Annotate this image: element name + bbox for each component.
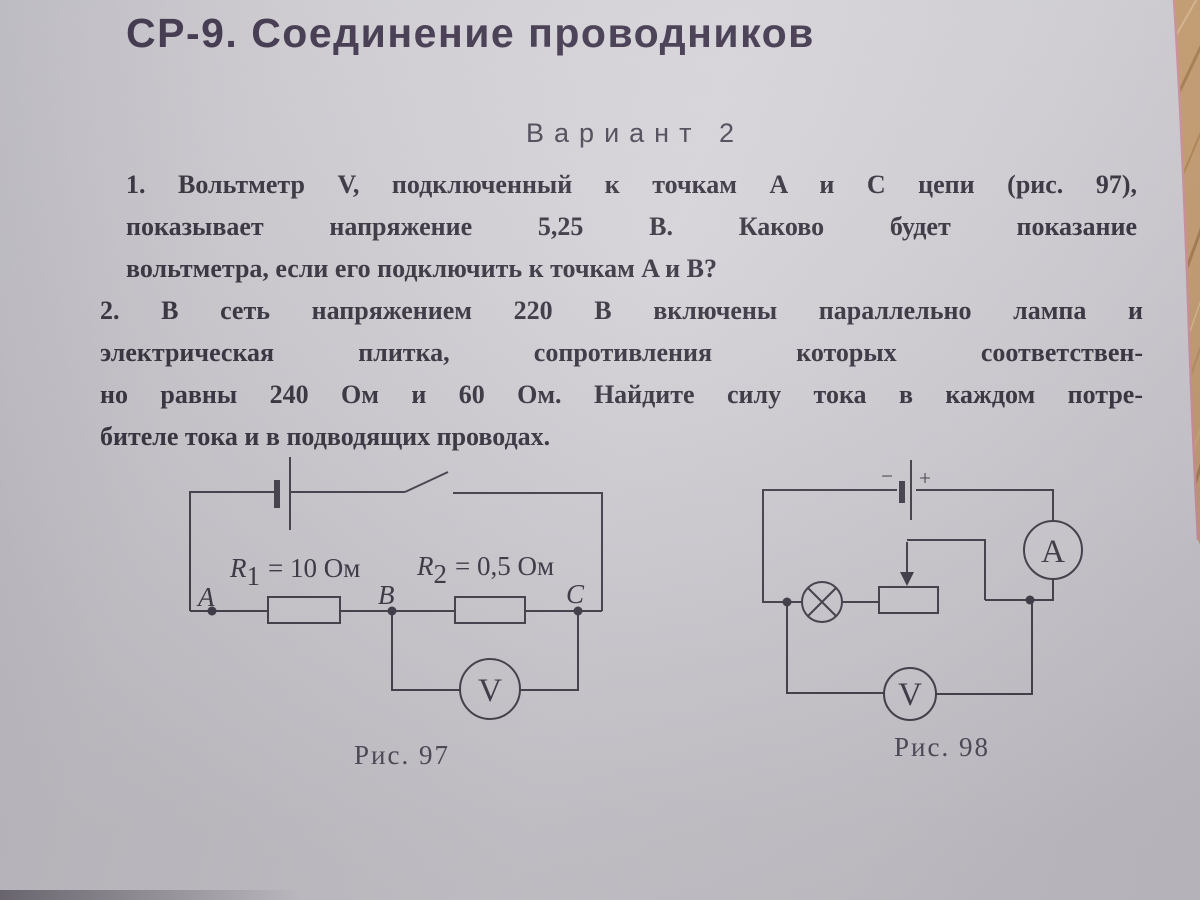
voltmeter-icon — [883, 667, 937, 721]
problem-2-line-4: бителе тока и в подводящих проводах. — [100, 422, 551, 451]
point-b-node — [387, 606, 397, 616]
battery-icon — [899, 460, 912, 520]
point-a-node — [207, 606, 217, 616]
point-c-node — [573, 606, 583, 616]
r2-value-label: R2= 0,5 Ом — [416, 551, 554, 589]
point-c-label: C — [566, 579, 585, 609]
ammeter-icon — [1023, 520, 1083, 580]
battery-minus-sign: − — [881, 464, 893, 488]
resistor-r1-icon — [267, 596, 341, 624]
problem-2-line-2: электрическая плитка, сопротивления кото… — [100, 338, 1143, 367]
photo-bottom-shadow — [0, 890, 300, 900]
table-wood-edge — [1172, 0, 1200, 545]
battery-plus-sign: + — [919, 466, 931, 490]
page-title: СР-9. Соединение проводников — [126, 10, 815, 56]
point-b-label: B — [378, 580, 395, 610]
variant-label: Вариант 2 — [526, 118, 744, 148]
problem-1-line-1: 1. Вольтметр V, подключенный к точкам A … — [126, 170, 1137, 199]
voltmeter-letter: V — [898, 677, 922, 713]
voltmeter-letter: V — [478, 673, 502, 709]
resistor-r2-icon — [454, 596, 526, 624]
point-a-label: A — [196, 582, 215, 612]
problem-2-line-3: но равны 240 Ом и 60 Ом. Найдите силу то… — [100, 380, 1143, 409]
right-junction-node — [1025, 595, 1035, 605]
r1-value-label: R1= 10 Ом — [229, 553, 360, 591]
problem-1-line-3: вольтметра, если его подключить к точкам… — [126, 254, 717, 283]
figure-97-circuit-diagram: V A B C R1= 10 Ом R2= 0,5 Ом — [189, 457, 603, 720]
problem-1-line-2: показывает напряжение 5,25 В. Каково буд… — [126, 212, 1137, 241]
switch-icon — [404, 471, 449, 493]
lamp-icon — [801, 581, 843, 623]
figure-98-caption: Рис. 98 — [894, 732, 990, 762]
figure-97-caption: Рис. 97 — [354, 740, 450, 770]
problem-2: 2. В сеть напряжением 220 В включены пар… — [100, 290, 1143, 458]
battery-icon — [274, 457, 291, 530]
figure-98-circuit-diagram: − + A V — [762, 460, 1083, 721]
paper-edge-line — [1172, 0, 1200, 541]
left-junction-node — [782, 597, 792, 607]
voltmeter-icon — [459, 658, 521, 720]
ammeter-letter: A — [1041, 534, 1065, 570]
problem-2-line-1: 2. В сеть напряжением 220 В включены пар… — [100, 296, 1143, 325]
rheostat-slider-arrow — [900, 572, 914, 586]
rheostat-icon — [878, 539, 986, 614]
problem-1: 1. Вольтметр V, подключенный к точкам A … — [126, 164, 1137, 290]
